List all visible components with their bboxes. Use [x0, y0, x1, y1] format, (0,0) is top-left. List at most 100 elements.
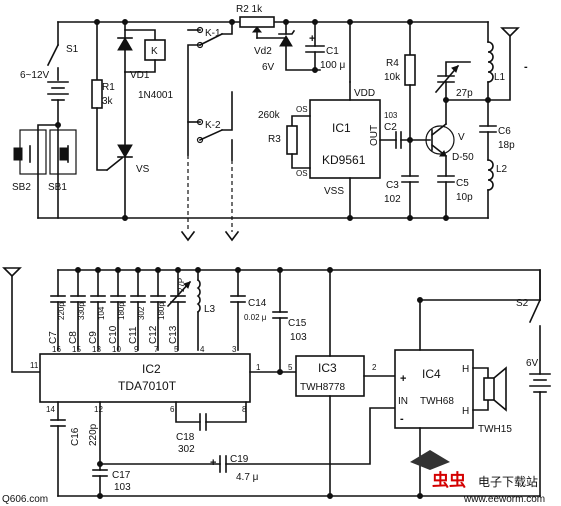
dash-label: - [524, 61, 528, 73]
c16-value: 220p [88, 423, 99, 446]
c5-label: C5 [456, 178, 469, 189]
vs-label: VS [136, 164, 150, 175]
c13-value: 27P [177, 278, 186, 292]
sb1-enclosure [49, 129, 77, 175]
c1-value: 100 μ [320, 60, 345, 71]
c18-value: 302 [178, 444, 195, 455]
relay-label: K [151, 46, 158, 57]
c18-label: C18 [176, 432, 195, 443]
r3-label: R3 [268, 134, 281, 145]
c5-value: 10p [456, 192, 473, 203]
sb2-enclosure [19, 129, 47, 175]
c12-value: 180p [157, 302, 166, 320]
ic2-chip [39, 353, 251, 403]
r2-potentiometer [239, 16, 275, 28]
vd1-label: VD1 [130, 70, 150, 81]
l2-label: L2 [496, 164, 508, 175]
c7-label: C7 [48, 331, 59, 344]
ic2-pin1: 1 [256, 363, 261, 372]
ic2-pin: 15 [72, 345, 81, 354]
c9-label: C9 [88, 331, 99, 344]
capacitor-bank [50, 269, 192, 351]
ic3-pin2: 2 [372, 363, 377, 372]
sb2-label: SB2 [12, 182, 31, 193]
s2-switch-blade [528, 298, 542, 324]
ic2-pin: 4 [200, 345, 205, 354]
ic4-h2: H [462, 406, 469, 417]
ic1-vdd-label: VDD [354, 88, 375, 99]
k1-contact [198, 32, 224, 47]
s1-switch-blade [46, 43, 60, 67]
transistor-icon [425, 125, 455, 155]
c2-value: 103 [384, 111, 398, 120]
rx-antenna-icon [2, 267, 22, 278]
ic2-pin: 7 [154, 345, 159, 354]
sb1-label: SB1 [48, 182, 67, 193]
r1-label: R1 [102, 82, 115, 93]
ic4-h1: H [462, 364, 469, 375]
k1-label: K-1 [205, 28, 221, 39]
ic2-part: TDA7010T [118, 379, 177, 393]
c19-plus: + [210, 457, 216, 469]
l2-inductor [487, 159, 494, 191]
c14-label: C14 [248, 298, 267, 309]
os2-label: OS [296, 169, 308, 178]
ic4-in: IN [398, 396, 408, 407]
c8-label: C8 [68, 331, 79, 344]
s1-label: S1 [66, 44, 79, 55]
ic2-pin: 16 [52, 345, 61, 354]
r1-resistor [91, 79, 103, 109]
l1-label: L1 [494, 72, 506, 83]
ic3-pin5: 5 [288, 363, 293, 372]
r2-label: R2 1k [236, 4, 263, 15]
c8-value: 330p [77, 302, 86, 320]
rx-junction-dots [75, 267, 423, 499]
ic1-out-label: OUT [369, 125, 380, 146]
c9-value: 104 [97, 306, 106, 320]
c3-label: C3 [386, 180, 399, 191]
c6-label: C6 [498, 126, 511, 137]
speaker-label: TWH15 [478, 424, 512, 435]
ic4-chip [394, 349, 474, 429]
antenna-icon [500, 27, 520, 38]
k2-contact [198, 128, 224, 142]
c1-label: C1 [326, 46, 339, 57]
ic3-label: IC3 [318, 361, 337, 375]
c19-label: C19 [230, 454, 249, 465]
c13-label: C13 [168, 325, 179, 344]
c12-label: C12 [148, 325, 159, 344]
c14-value: 0.02 μ [244, 313, 267, 322]
r4-label: R4 [386, 58, 399, 69]
watermark-brand-text: 电子下载站 [478, 475, 538, 489]
ic1-chip [309, 99, 381, 179]
ic4-plus: + [400, 373, 406, 385]
c10-label: C10 [108, 325, 119, 344]
top-circuit: S1 6~12V SB2 SB1 R1 3k VD1 1N4001 [12, 4, 528, 242]
c16-label: C16 [70, 427, 81, 446]
c10-value: 180p [117, 302, 126, 320]
vd2-label: Vd2 [254, 46, 272, 57]
c17-label: C17 [112, 470, 131, 481]
r3-resistor [286, 125, 298, 155]
ic2-pin: 9 [134, 345, 139, 354]
cv-value: 27p [456, 88, 473, 99]
ic4-part: TWH68 [420, 396, 454, 407]
c15-label: C15 [288, 318, 307, 329]
ic2-pin: 13 [92, 345, 101, 354]
ic1-vss-label: VSS [324, 186, 344, 197]
r1-value: 3k [102, 96, 114, 107]
watermark-brand-glyphs: 虫虫 [432, 470, 466, 490]
graduation-cap-icon [410, 450, 450, 470]
c19-value: 4.7 μ [236, 472, 259, 483]
ic2-pin12: 12 [94, 405, 103, 414]
r4-resistor [404, 54, 416, 86]
ic4-minus: - [400, 413, 404, 425]
vd1-diode-icon [117, 37, 133, 51]
battery-label: 6V [526, 358, 539, 369]
speaker-icon [483, 377, 495, 401]
l1-inductor [487, 41, 494, 83]
vs-thyristor-icon [117, 144, 133, 158]
c11-label: C11 [128, 326, 139, 344]
watermark-url: www.eeworm.com [463, 494, 545, 505]
